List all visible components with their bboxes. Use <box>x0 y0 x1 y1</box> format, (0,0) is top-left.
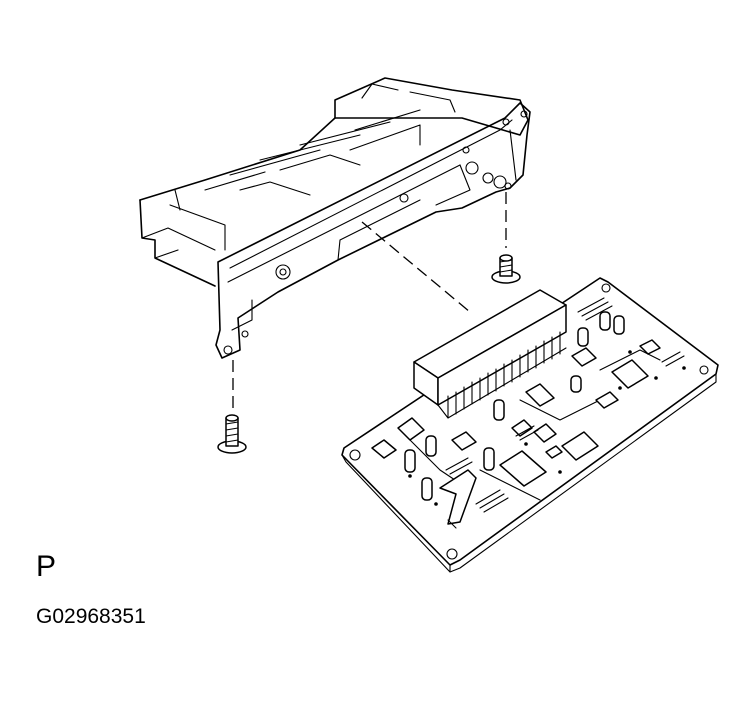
board-connector <box>413 289 567 419</box>
control-housing <box>139 77 531 359</box>
screw-upper <box>491 254 521 284</box>
view-letter: P <box>36 550 57 583</box>
figure-code: G02968351 <box>36 605 146 628</box>
screw-lower <box>217 414 247 454</box>
circuit-board <box>341 277 719 573</box>
alignment-lines <box>232 192 507 412</box>
